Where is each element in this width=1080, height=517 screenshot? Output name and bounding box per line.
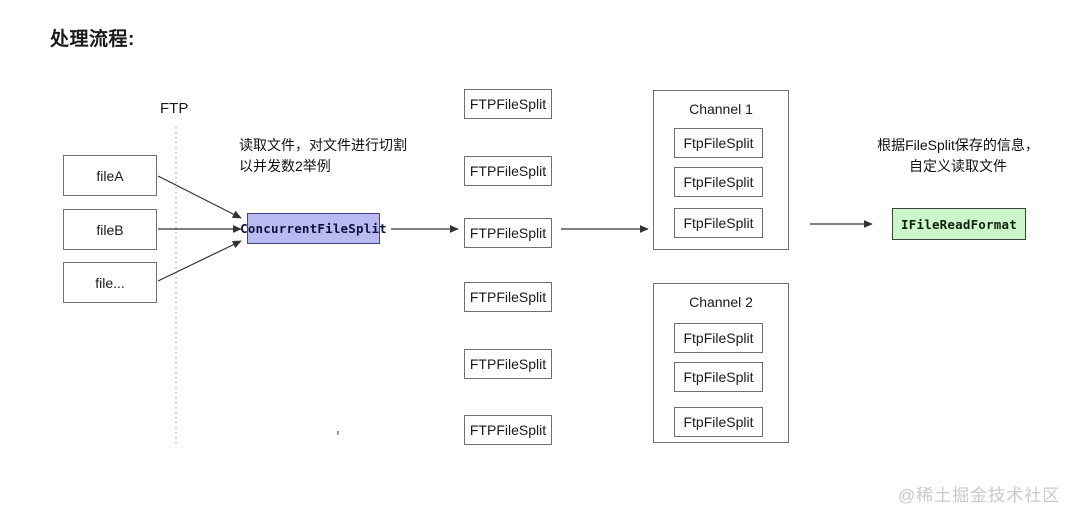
channel-1-split-3: FtpFileSplit [674, 208, 763, 238]
arrow-filea-to-concurrent [157, 175, 242, 219]
ifile-read-format-label: IFileReadFormat [901, 216, 1017, 232]
ftpfilesplit-chip-label: FtpFileSplit [683, 330, 754, 346]
split-note: 读取文件，对文件进行切割 以并发数2举例 [239, 135, 407, 177]
ftp-file-split-box-6: FTPFileSplit [464, 415, 552, 445]
file-box-more: file... [63, 262, 157, 303]
watermark: @稀土掘金技术社区 [898, 486, 1061, 505]
channel-2-split-3: FtpFileSplit [674, 407, 763, 437]
channel-2-split-2: FtpFileSplit [674, 362, 763, 392]
ftp-file-split-box-4: FTPFileSplit [464, 282, 552, 312]
ftpfilesplit-chip-label: FtpFileSplit [683, 215, 754, 231]
ifile-read-format-box: IFileReadFormat [892, 208, 1026, 240]
ftp-file-split-label: FTPFileSplit [469, 356, 547, 372]
ftp-file-split-box-5: FTPFileSplit [464, 349, 552, 379]
ftp-file-split-box-2: FTPFileSplit [464, 156, 552, 186]
split-note-line1: 读取文件，对文件进行切割 [239, 137, 407, 153]
channel-1-split-1: FtpFileSplit [674, 128, 763, 158]
file-box-b-label: fileB [96, 221, 124, 238]
ftp-file-split-label: FTPFileSplit [469, 96, 547, 112]
concurrent-file-split-box: ConcurrentFileSplit [240, 213, 387, 244]
file-box-b: fileB [63, 209, 157, 250]
ftpfilesplit-chip-label: FtpFileSplit [683, 174, 754, 190]
file-box-a: fileA [63, 155, 157, 196]
ftp-file-split-label: FTPFileSplit [469, 422, 547, 438]
channel-2-split-1: FtpFileSplit [674, 323, 763, 353]
channel-1-container: Channel 1 FtpFileSplit FtpFileSplit FtpF… [653, 90, 789, 250]
ftpfilesplit-chip-label: FtpFileSplit [683, 135, 754, 151]
ftp-file-split-label: FTPFileSplit [469, 289, 547, 305]
concurrent-file-split-label: ConcurrentFileSplit [240, 221, 387, 236]
ftpfilesplit-chip-label: FtpFileSplit [683, 369, 754, 385]
read-note: 根据FileSplit保存的信息， 自定义读取文件 [862, 135, 1054, 177]
stray-mark: ' [334, 430, 342, 445]
ftp-file-split-box-1: FTPFileSplit [464, 89, 552, 119]
channel-1-split-2: FtpFileSplit [674, 167, 763, 197]
ftp-label: FTP [160, 100, 189, 117]
ftpfilesplit-chip-label: FtpFileSplit [683, 414, 754, 430]
file-box-more-label: file... [95, 274, 125, 291]
file-box-a-label: fileA [96, 167, 124, 184]
ftp-file-split-label: FTPFileSplit [469, 163, 547, 179]
channel-2-container: Channel 2 FtpFileSplit FtpFileSplit FtpF… [653, 283, 789, 443]
arrow-filedots-to-concurrent [157, 240, 242, 282]
ftp-file-split-label: FTPFileSplit [469, 225, 547, 241]
split-note-line2: 以并发数2举例 [239, 158, 331, 174]
channel-1-title: Channel 1 [689, 101, 753, 117]
page-title: 处理流程: [50, 29, 135, 50]
ftp-file-split-box-3: FTPFileSplit [464, 218, 552, 248]
read-note-line1: 根据FileSplit保存的信息， [877, 137, 1039, 153]
read-note-line2: 自定义读取文件 [909, 158, 1007, 174]
channel-2-title: Channel 2 [689, 294, 753, 310]
